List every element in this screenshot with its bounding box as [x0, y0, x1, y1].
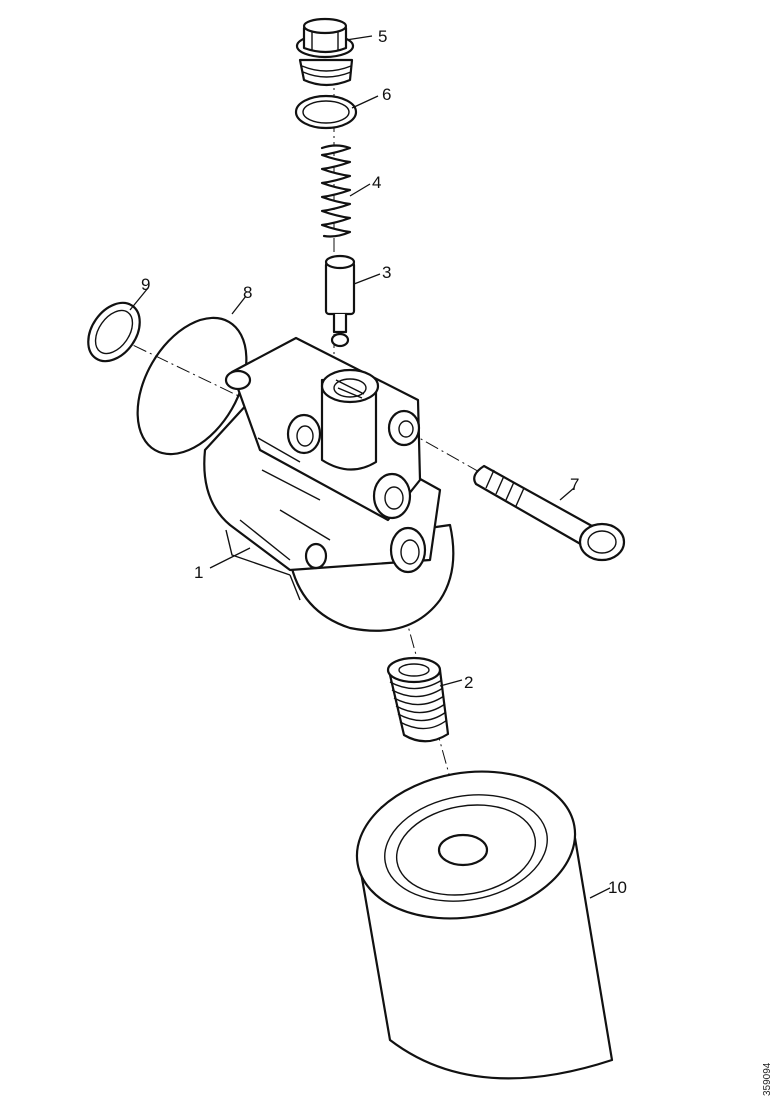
callout-7: 7: [570, 475, 579, 494]
callout-2: 2: [464, 673, 473, 692]
o-ring-part-9: [87, 301, 141, 363]
o-ring-part-8: [136, 316, 248, 456]
callout-5: 5: [378, 27, 387, 46]
filter-cartridge-part-10: [355, 770, 614, 1080]
hex-plug-part-5: [295, 17, 355, 87]
callout-3: 3: [382, 263, 391, 282]
filter-housing-part-1: [203, 336, 455, 632]
callout-8: 8: [243, 283, 252, 302]
spring-part-4: [320, 144, 352, 238]
callout-1: 1: [194, 563, 203, 582]
document-id: 359094: [762, 1062, 773, 1096]
threaded-nipple-part-2: [386, 656, 450, 743]
leader-lines: [129, 35, 611, 899]
bolt-part-7: [473, 464, 626, 562]
callout-10: 10: [608, 878, 627, 897]
callout-4: 4: [372, 173, 381, 192]
callout-9: 9: [141, 275, 150, 294]
callout-6: 6: [382, 85, 391, 104]
sealing-ring-part-6: [294, 94, 358, 130]
valve-piston-part-3: [324, 254, 356, 348]
